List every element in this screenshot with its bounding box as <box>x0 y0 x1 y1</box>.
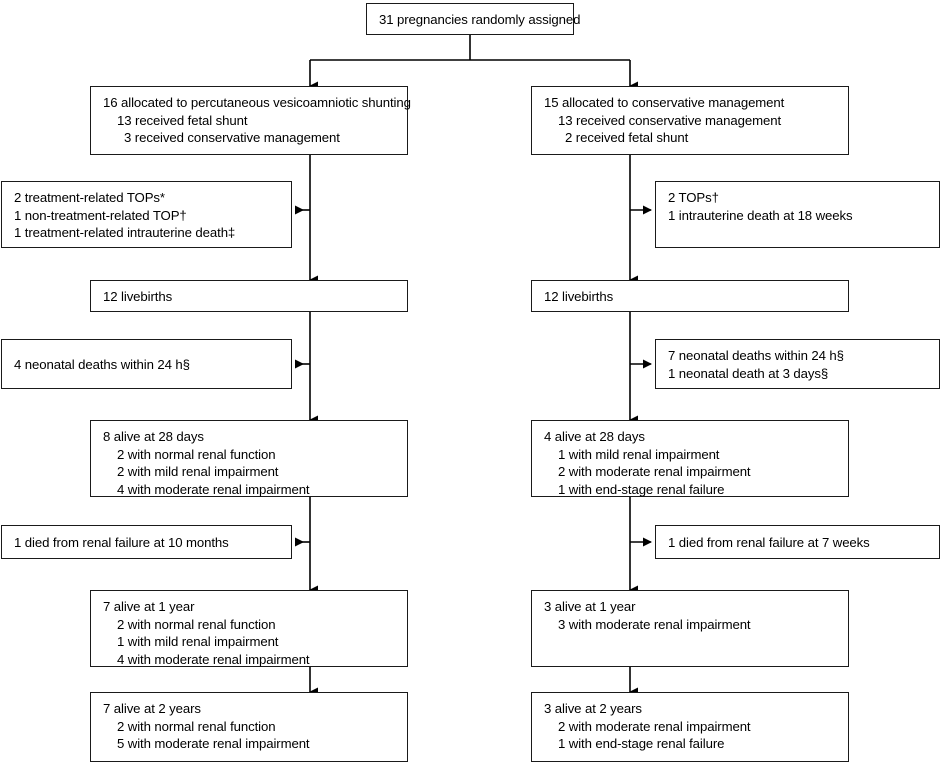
node-neonatal-deaths-conservative-lines: 7 neonatal deaths within 24 h§ 1 neonatal… <box>668 347 930 382</box>
node-text-line: 1 with end-stage renal failure <box>558 481 725 497</box>
node-losses-conservative-lines: 2 TOPs† 1 intrauterine death at 18 weeks <box>668 189 930 224</box>
node-text-line: 1 with mild renal impairment <box>558 446 720 462</box>
node-died-renal-failure-shunting-lines: 1 died from renal failure at 10 months <box>14 534 229 552</box>
node-text-line: 7 alive at 1 year <box>103 599 195 614</box>
node-year1-shunting-lines: 7 alive at 1 year 2 with normal renal fun… <box>103 598 398 668</box>
node-died-renal-failure-shunting: 1 died from renal failure at 10 months <box>1 525 292 559</box>
node-year1-conservative: 3 alive at 1 year 3 with moderate renal i… <box>531 590 849 667</box>
node-livebirths-shunting: 12 livebirths <box>90 280 408 312</box>
node-text-line: 1 died from renal failure at 7 weeks <box>668 534 870 550</box>
node-text-line: 4 neonatal deaths within 24 h§ <box>14 356 190 372</box>
node-text-line: 12 livebirths <box>103 288 173 304</box>
node-text-line: 1 with end-stage renal failure <box>558 736 725 752</box>
node-text-line: 2 with moderate renal impairment <box>558 464 751 480</box>
node-losses-shunting: 2 treatment-related TOPs* 1 non-treatment… <box>1 181 292 248</box>
node-text-line: 31 pregnancies randomly assigned <box>379 11 581 27</box>
node-day28-shunting-lines: 8 alive at 28 days 2 with normal renal fu… <box>103 428 398 498</box>
node-text-line: 2 with moderate renal impairment <box>558 718 751 734</box>
node-text-line: 4 alive at 28 days <box>544 429 645 444</box>
node-text-line: 3 alive at 2 years <box>544 701 642 716</box>
node-year2-conservative: 3 alive at 2 years 2 with moderate renal … <box>531 692 849 762</box>
node-losses-conservative: 2 TOPs† 1 intrauterine death at 18 weeks <box>655 181 940 248</box>
node-text-line: 4 with moderate renal impairment <box>117 651 310 667</box>
node-text-line: 5 with moderate renal impairment <box>117 736 310 752</box>
node-neonatal-deaths-shunting-lines: 4 neonatal deaths within 24 h§ <box>14 356 190 374</box>
node-allocation-shunting-lines: 16 allocated to percutaneous vesicoamnio… <box>103 94 411 147</box>
node-year2-shunting: 7 alive at 2 years 2 with normal renal fu… <box>90 692 408 762</box>
node-text-line: 2 with normal renal function <box>117 616 276 632</box>
node-neonatal-deaths-shunting: 4 neonatal deaths within 24 h§ <box>1 339 292 389</box>
node-enrollment-lines: 31 pregnancies randomly assigned <box>379 11 580 29</box>
node-day28-conservative: 4 alive at 28 days 1 with mild renal impa… <box>531 420 849 497</box>
node-text-line: 3 alive at 1 year <box>544 599 636 614</box>
node-text-line: 2 with normal renal function <box>117 446 276 462</box>
node-text-line: 7 alive at 2 years <box>103 701 201 716</box>
node-livebirths-conservative-lines: 12 livebirths <box>544 288 613 306</box>
node-text-line: 13 received conservative management <box>558 112 782 128</box>
node-year2-conservative-lines: 3 alive at 2 years 2 with moderate renal … <box>544 700 839 753</box>
node-allocation-conservative-lines: 15 allocated to conservative management 1… <box>544 94 839 147</box>
node-text-line: 7 neonatal deaths within 24 h§ <box>668 348 844 363</box>
node-year2-shunting-lines: 7 alive at 2 years 2 with normal renal fu… <box>103 700 398 753</box>
node-year1-shunting: 7 alive at 1 year 2 with normal renal fun… <box>90 590 408 667</box>
node-text-line: 1 neonatal death at 3 days§ <box>668 365 829 381</box>
node-livebirths-shunting-lines: 12 livebirths <box>103 288 172 306</box>
node-died-renal-failure-conservative-lines: 1 died from renal failure at 7 weeks <box>668 534 870 552</box>
node-text-line: 3 received conservative management <box>124 130 340 146</box>
node-died-renal-failure-conservative: 1 died from renal failure at 7 weeks <box>655 525 940 559</box>
node-text-line: 1 non-treatment-related TOP† <box>14 207 187 223</box>
node-enrollment: 31 pregnancies randomly assigned <box>366 3 580 35</box>
node-text-line: 15 allocated to conservative management <box>544 95 785 110</box>
node-text-line: 1 died from renal failure at 10 months <box>14 534 229 550</box>
node-text-line: 2 with mild renal impairment <box>117 464 279 480</box>
node-text-line: 2 treatment-related TOPs* <box>14 190 165 205</box>
node-allocation-conservative: 15 allocated to conservative management 1… <box>531 86 849 155</box>
node-text-line: 1 with mild renal impairment <box>117 634 279 650</box>
node-text-line: 4 with moderate renal impairment <box>117 481 310 497</box>
node-day28-conservative-lines: 4 alive at 28 days 1 with mild renal impa… <box>544 428 839 498</box>
node-day28-shunting: 8 alive at 28 days 2 with normal renal fu… <box>90 420 408 497</box>
node-text-line: 16 allocated to percutaneous vesicoamnio… <box>103 95 411 110</box>
node-livebirths-conservative: 12 livebirths <box>531 280 849 312</box>
node-text-line: 3 with moderate renal impairment <box>558 616 751 632</box>
node-text-line: 2 received fetal shunt <box>565 130 689 146</box>
node-text-line: 1 treatment-related intrauterine death‡ <box>14 225 236 241</box>
node-neonatal-deaths-conservative: 7 neonatal deaths within 24 h§ 1 neonatal… <box>655 339 940 389</box>
node-text-line: 12 livebirths <box>544 288 614 304</box>
node-allocation-shunting: 16 allocated to percutaneous vesicoamnio… <box>90 86 411 155</box>
node-text-line: 8 alive at 28 days <box>103 429 204 444</box>
node-text-line: 13 received fetal shunt <box>117 112 248 128</box>
node-text-line: 2 TOPs† <box>668 190 719 205</box>
node-text-line: 1 intrauterine death at 18 weeks <box>668 207 853 223</box>
node-text-line: 2 with normal renal function <box>117 718 276 734</box>
node-losses-shunting-lines: 2 treatment-related TOPs* 1 non-treatment… <box>14 189 282 242</box>
node-year1-conservative-lines: 3 alive at 1 year 3 with moderate renal i… <box>544 598 839 633</box>
